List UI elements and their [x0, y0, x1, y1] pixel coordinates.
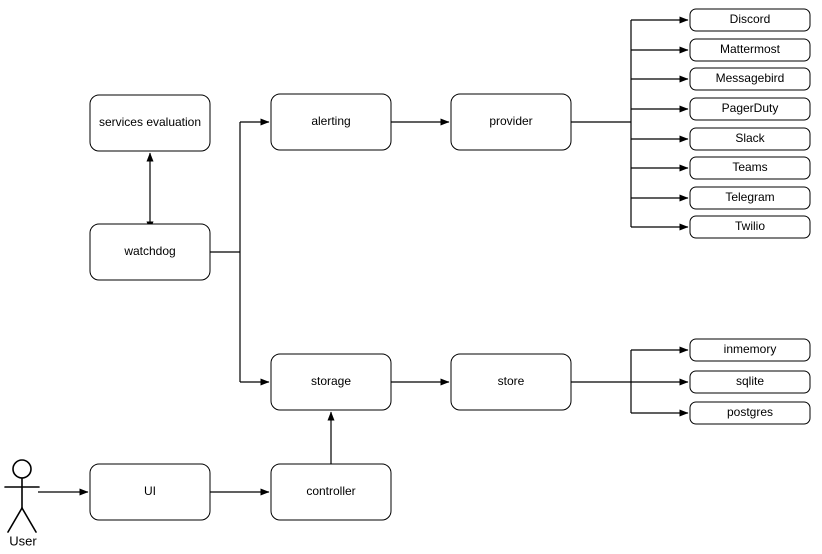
leaf-provider-mattermost-shape[interactable] [689, 38, 811, 62]
leaf-provider-messagebird[interactable]: Messagebird [689, 67, 811, 91]
actor-user-label: User [9, 533, 37, 548]
leaf-provider-telegram[interactable]: Telegram [689, 186, 811, 210]
actor-head-icon [12, 459, 32, 479]
node-services-evaluation-shape[interactable] [89, 94, 211, 152]
node-ui-shape[interactable] [89, 463, 211, 521]
leaf-provider-telegram-label: Telegram [725, 190, 774, 204]
leaf-provider-slack-label: Slack [735, 131, 765, 145]
node-controller-label: controller [306, 484, 355, 498]
node-store-shape[interactable] [450, 353, 572, 411]
leaf-provider-mattermost-label: Mattermost [720, 42, 781, 56]
node-storage-shape[interactable] [270, 353, 392, 411]
node-storage-label: storage [311, 374, 351, 388]
leaf-provider-discord-label: Discord [730, 12, 771, 26]
leaf-store-inmemory-shape[interactable] [689, 338, 811, 362]
leaf-provider-messagebird-label: Messagebird [716, 71, 785, 85]
edge-store-branches [631, 346, 689, 417]
node-ui[interactable]: UI [89, 463, 211, 521]
actor-left-leg-icon [7, 507, 23, 533]
node-store[interactable]: store [450, 353, 572, 411]
leaf-store-postgres[interactable]: postgres [689, 401, 811, 425]
leaf-provider-discord-shape[interactable] [689, 8, 811, 32]
node-provider[interactable]: provider [450, 93, 572, 151]
node-controller-shape[interactable] [270, 463, 392, 521]
leaf-provider-pagerduty[interactable]: PagerDuty [689, 97, 811, 121]
leaf-provider-discord[interactable]: Discord [689, 8, 811, 32]
node-controller[interactable]: controller [270, 463, 392, 521]
node-alerting-shape[interactable] [270, 93, 392, 151]
edges-layer [38, 16, 689, 496]
leaf-provider-twilio-label: Twilio [735, 219, 765, 233]
leaf-provider-pagerduty-shape[interactable] [689, 97, 811, 121]
nodes-layer: services evaluation watchdog alerting pr… [89, 93, 572, 521]
leaf-provider-teams[interactable]: Teams [689, 156, 811, 180]
node-watchdog-shape[interactable] [89, 223, 211, 281]
leaf-provider-twilio[interactable]: Twilio [689, 215, 811, 239]
leaf-provider-teams-shape[interactable] [689, 156, 811, 180]
node-alerting-label: alerting [311, 114, 350, 128]
leaf-provider-slack-shape[interactable] [689, 127, 811, 151]
leaf-provider-teams-label: Teams [732, 160, 767, 174]
leaf-provider-telegram-shape[interactable] [689, 186, 811, 210]
leaf-provider-mattermost[interactable]: Mattermost [689, 38, 811, 62]
leaf-store-inmemory[interactable]: inmemory [689, 338, 811, 362]
node-storage[interactable]: storage [270, 353, 392, 411]
node-store-label: store [498, 374, 525, 388]
node-services-evaluation-label: services evaluation [99, 115, 201, 129]
leaf-store-sqlite-label: sqlite [736, 374, 764, 388]
actor-user[interactable]: User [4, 459, 40, 548]
store-leaf-group: inmemory sqlite postgres [689, 338, 811, 425]
leaf-store-sqlite[interactable]: sqlite [689, 370, 811, 394]
leaf-provider-twilio-shape[interactable] [689, 215, 811, 239]
node-watchdog-label: watchdog [123, 244, 175, 258]
edge-provider-branches [631, 16, 689, 231]
node-provider-shape[interactable] [450, 93, 572, 151]
provider-leaf-group: Discord Mattermost Messagebird PagerDuty… [689, 8, 811, 239]
node-alerting[interactable]: alerting [270, 93, 392, 151]
leaf-provider-pagerduty-label: PagerDuty [722, 101, 779, 115]
leaf-store-postgres-shape[interactable] [689, 401, 811, 425]
actor-right-leg-icon [21, 507, 37, 533]
leaf-store-sqlite-shape[interactable] [689, 370, 811, 394]
leaf-provider-slack[interactable]: Slack [689, 127, 811, 151]
leaf-provider-messagebird-shape[interactable] [689, 67, 811, 91]
node-provider-label: provider [489, 114, 532, 128]
node-ui-label: UI [144, 484, 156, 498]
node-watchdog[interactable]: watchdog [89, 223, 211, 281]
node-services-evaluation[interactable]: services evaluation [89, 94, 211, 152]
leaf-store-inmemory-label: inmemory [724, 342, 777, 356]
leaf-store-postgres-label: postgres [727, 405, 773, 419]
